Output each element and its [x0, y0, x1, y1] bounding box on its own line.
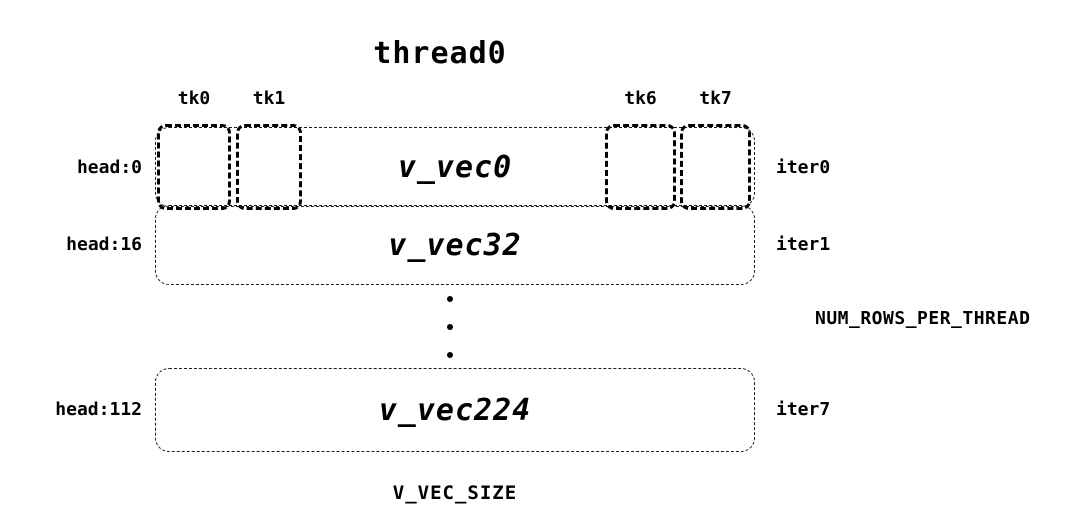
ellipsis-dot [447, 324, 453, 330]
v-vec32-label: v_vec32 [388, 227, 522, 263]
tk6-box [605, 124, 676, 210]
tk0-label: tk0 [177, 88, 211, 109]
iter7-row-box: v_vec224 [155, 368, 755, 452]
iter1-label: iter1 [776, 234, 831, 255]
head112-label: head:112 [55, 399, 142, 420]
iter0-label: iter0 [776, 157, 831, 178]
tk0-box [157, 124, 231, 210]
head16-label: head:16 [66, 234, 142, 255]
tk7-label: tk7 [699, 88, 732, 109]
head0-label: head:0 [76, 157, 142, 178]
ellipsis-dot [447, 352, 453, 358]
iter1-row-box: v_vec32 [155, 205, 755, 285]
v-vec0-label: v_vec0 [397, 149, 513, 185]
num-rows-per-thread-label: NUM_ROWS_PER_THREAD [815, 308, 1031, 329]
tk1-box [236, 124, 302, 210]
ellipsis-dot [447, 296, 453, 302]
diagram-title: thread0 [373, 36, 507, 71]
tk6-label: tk6 [624, 88, 657, 109]
v-vec224-label: v_vec224 [378, 392, 532, 428]
tk1-label: tk1 [252, 88, 286, 109]
tk7-box [680, 124, 751, 210]
v-vec-size-label: V_VEC_SIZE [392, 482, 518, 504]
vertical-ellipsis-icon [446, 296, 454, 358]
iter7-label: iter7 [776, 399, 831, 420]
iter0-row-box: v_vec0 [155, 127, 755, 207]
